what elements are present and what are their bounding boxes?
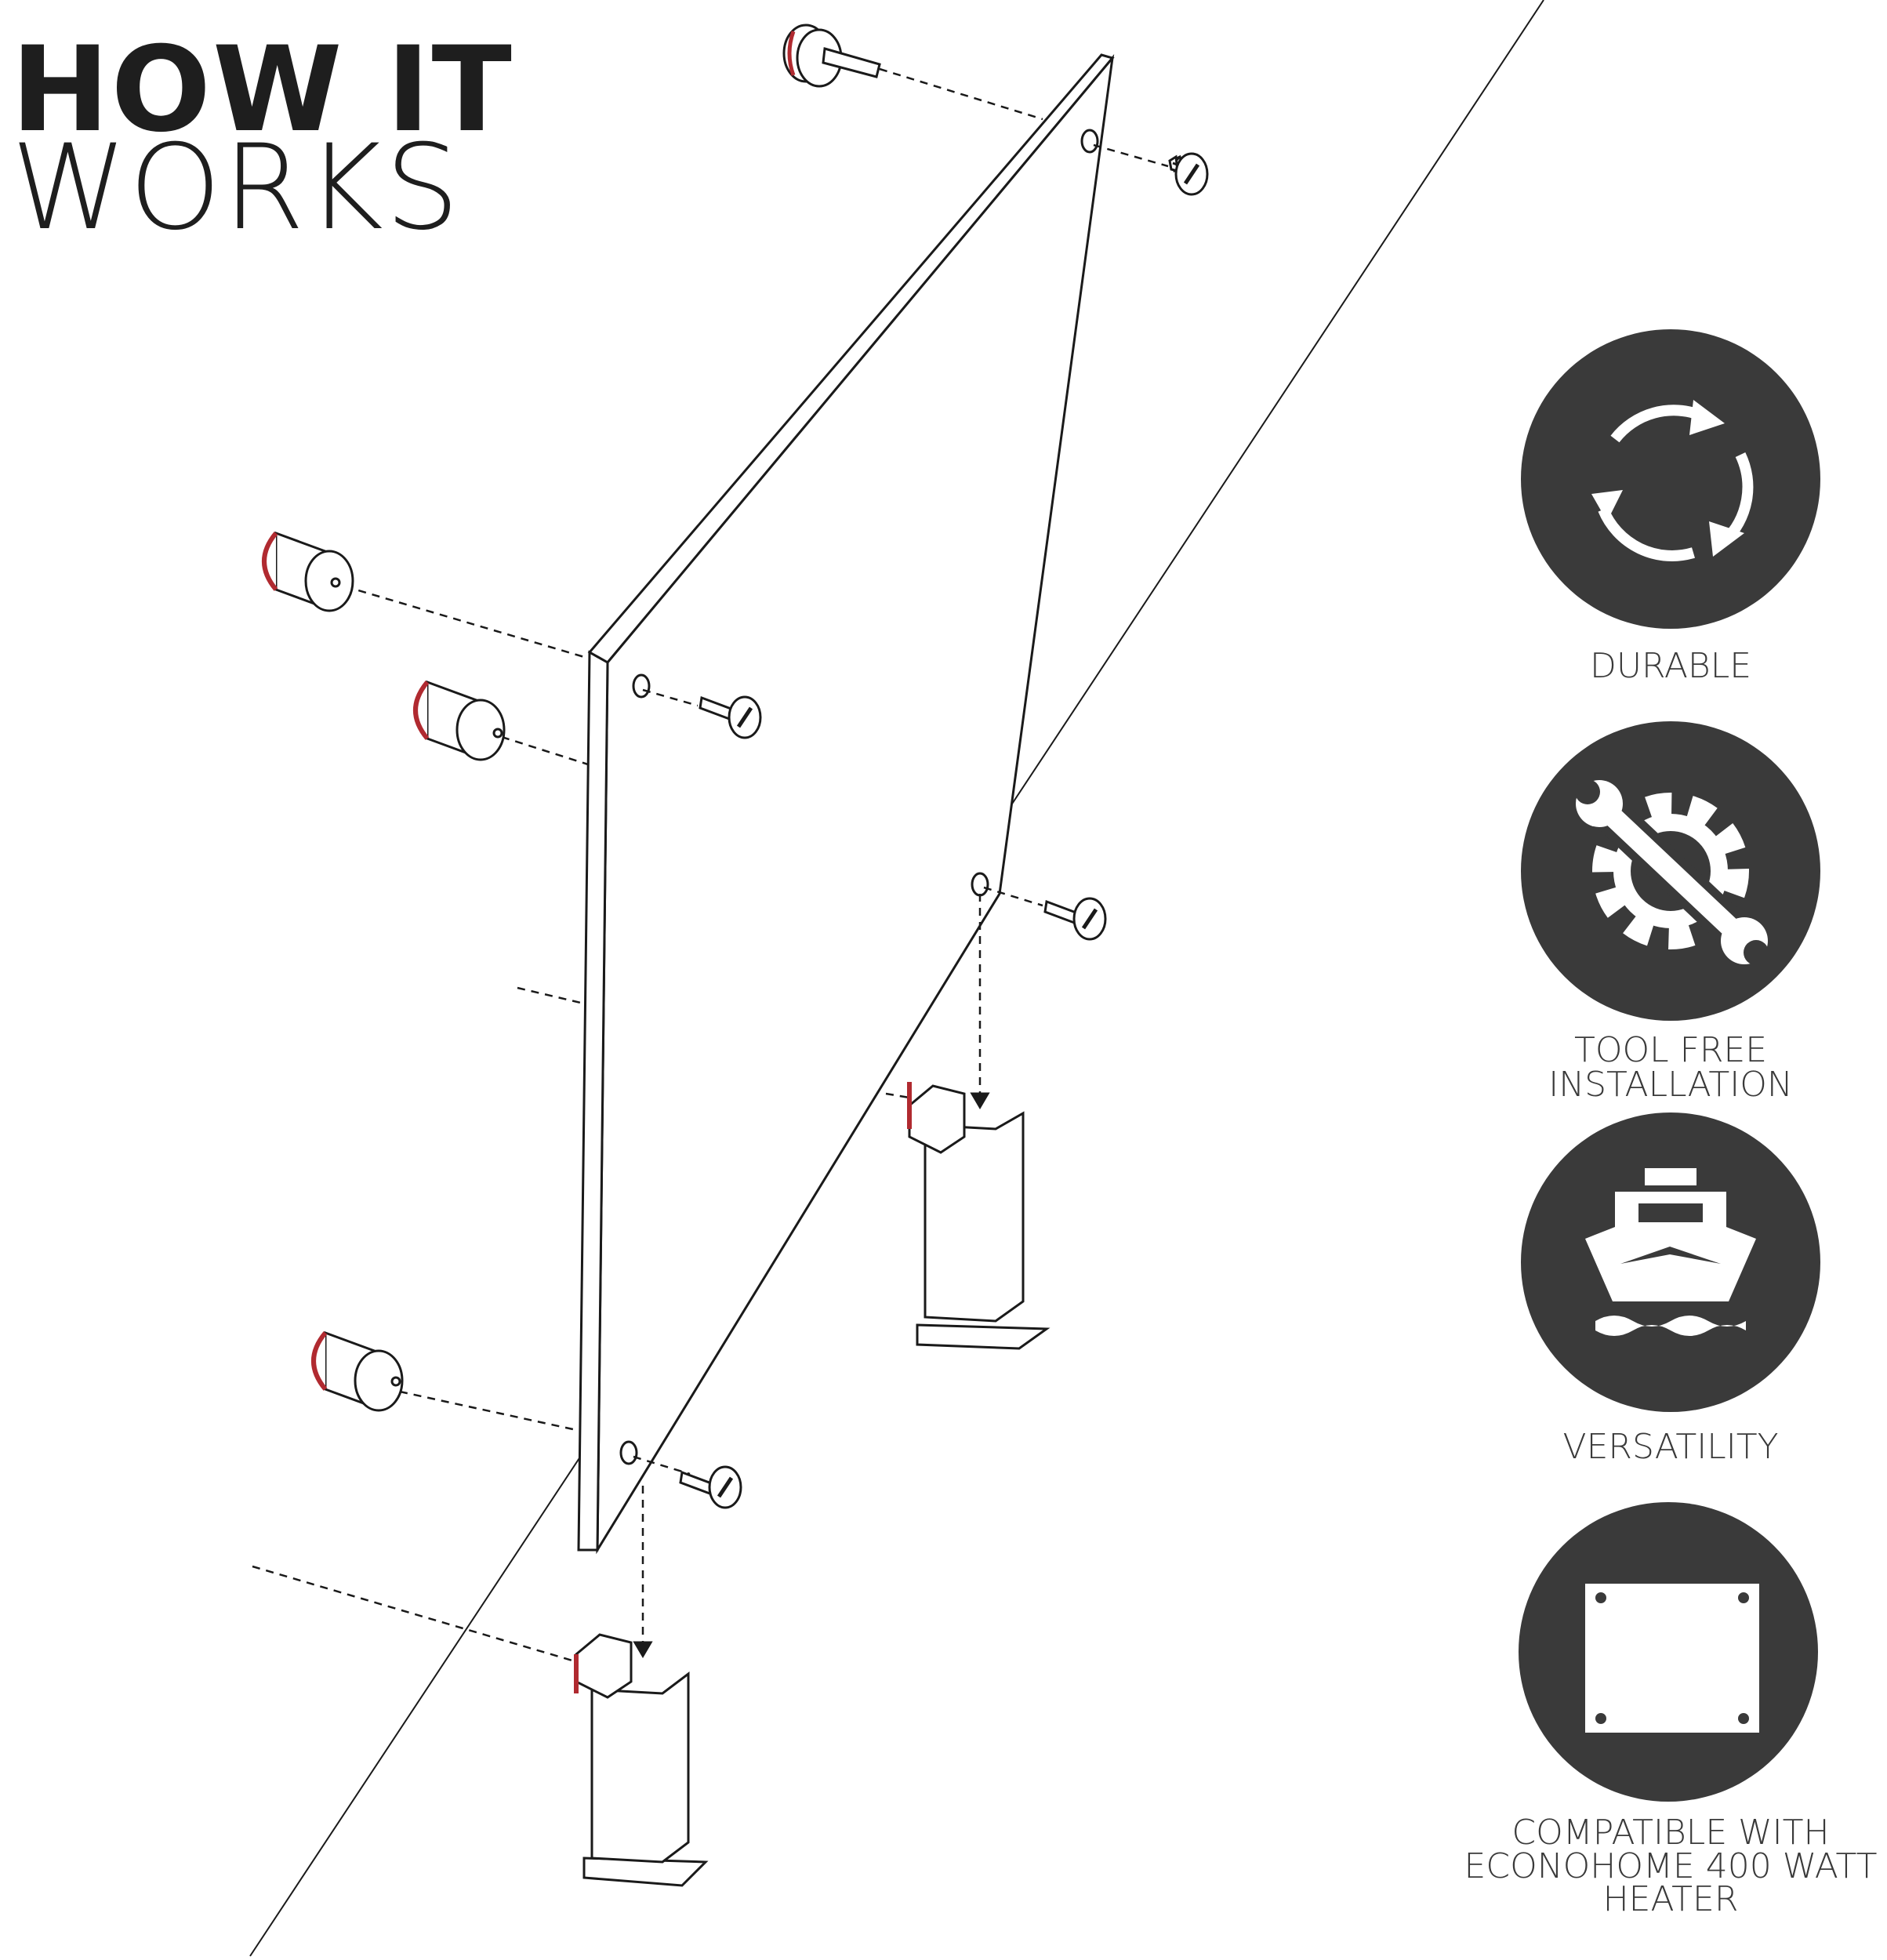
title-line-1: HOW IT <box>11 22 513 158</box>
feature-label-compatible-1: COMPATIBLE WITH <box>1511 1813 1830 1853</box>
screw <box>699 695 762 739</box>
spacer <box>413 680 506 761</box>
feature-label-tool-free-2: INSTALLATION <box>1548 1065 1793 1105</box>
arrow-head <box>633 1641 653 1658</box>
screw <box>679 1465 742 1509</box>
boat-icon <box>1585 1168 1756 1336</box>
guide-lines <box>252 67 1169 1662</box>
foot-stand <box>574 1633 709 1887</box>
mounting-plate-icon <box>1585 1584 1759 1733</box>
feature-label-compatible-3: HEATER <box>1602 1879 1739 1919</box>
spacer <box>262 531 354 612</box>
feature-compatible <box>1519 1502 1818 1802</box>
screw <box>1168 152 1209 196</box>
foot-stand <box>907 1082 1051 1350</box>
feature-label-compatible-2: ECONOHOME 400 WATT <box>1464 1846 1878 1886</box>
wrench-gear-icon <box>1575 779 1769 965</box>
feature-label-tool-free-1: TOOL FREE <box>1573 1030 1768 1070</box>
screw <box>1043 897 1107 941</box>
feature-label-versatility: VERSATILITY <box>1562 1427 1779 1467</box>
title-line-2: WORKS <box>11 120 462 256</box>
top-standoff <box>782 24 881 88</box>
spacer <box>311 1330 404 1412</box>
feature-tool-free <box>1521 721 1820 1021</box>
arrow-head <box>970 1092 990 1109</box>
feature-durable <box>1521 329 1820 629</box>
feature-versatility <box>1521 1112 1820 1412</box>
heater-panel <box>577 53 1115 1555</box>
feature-label-durable: DURABLE <box>1589 646 1752 686</box>
